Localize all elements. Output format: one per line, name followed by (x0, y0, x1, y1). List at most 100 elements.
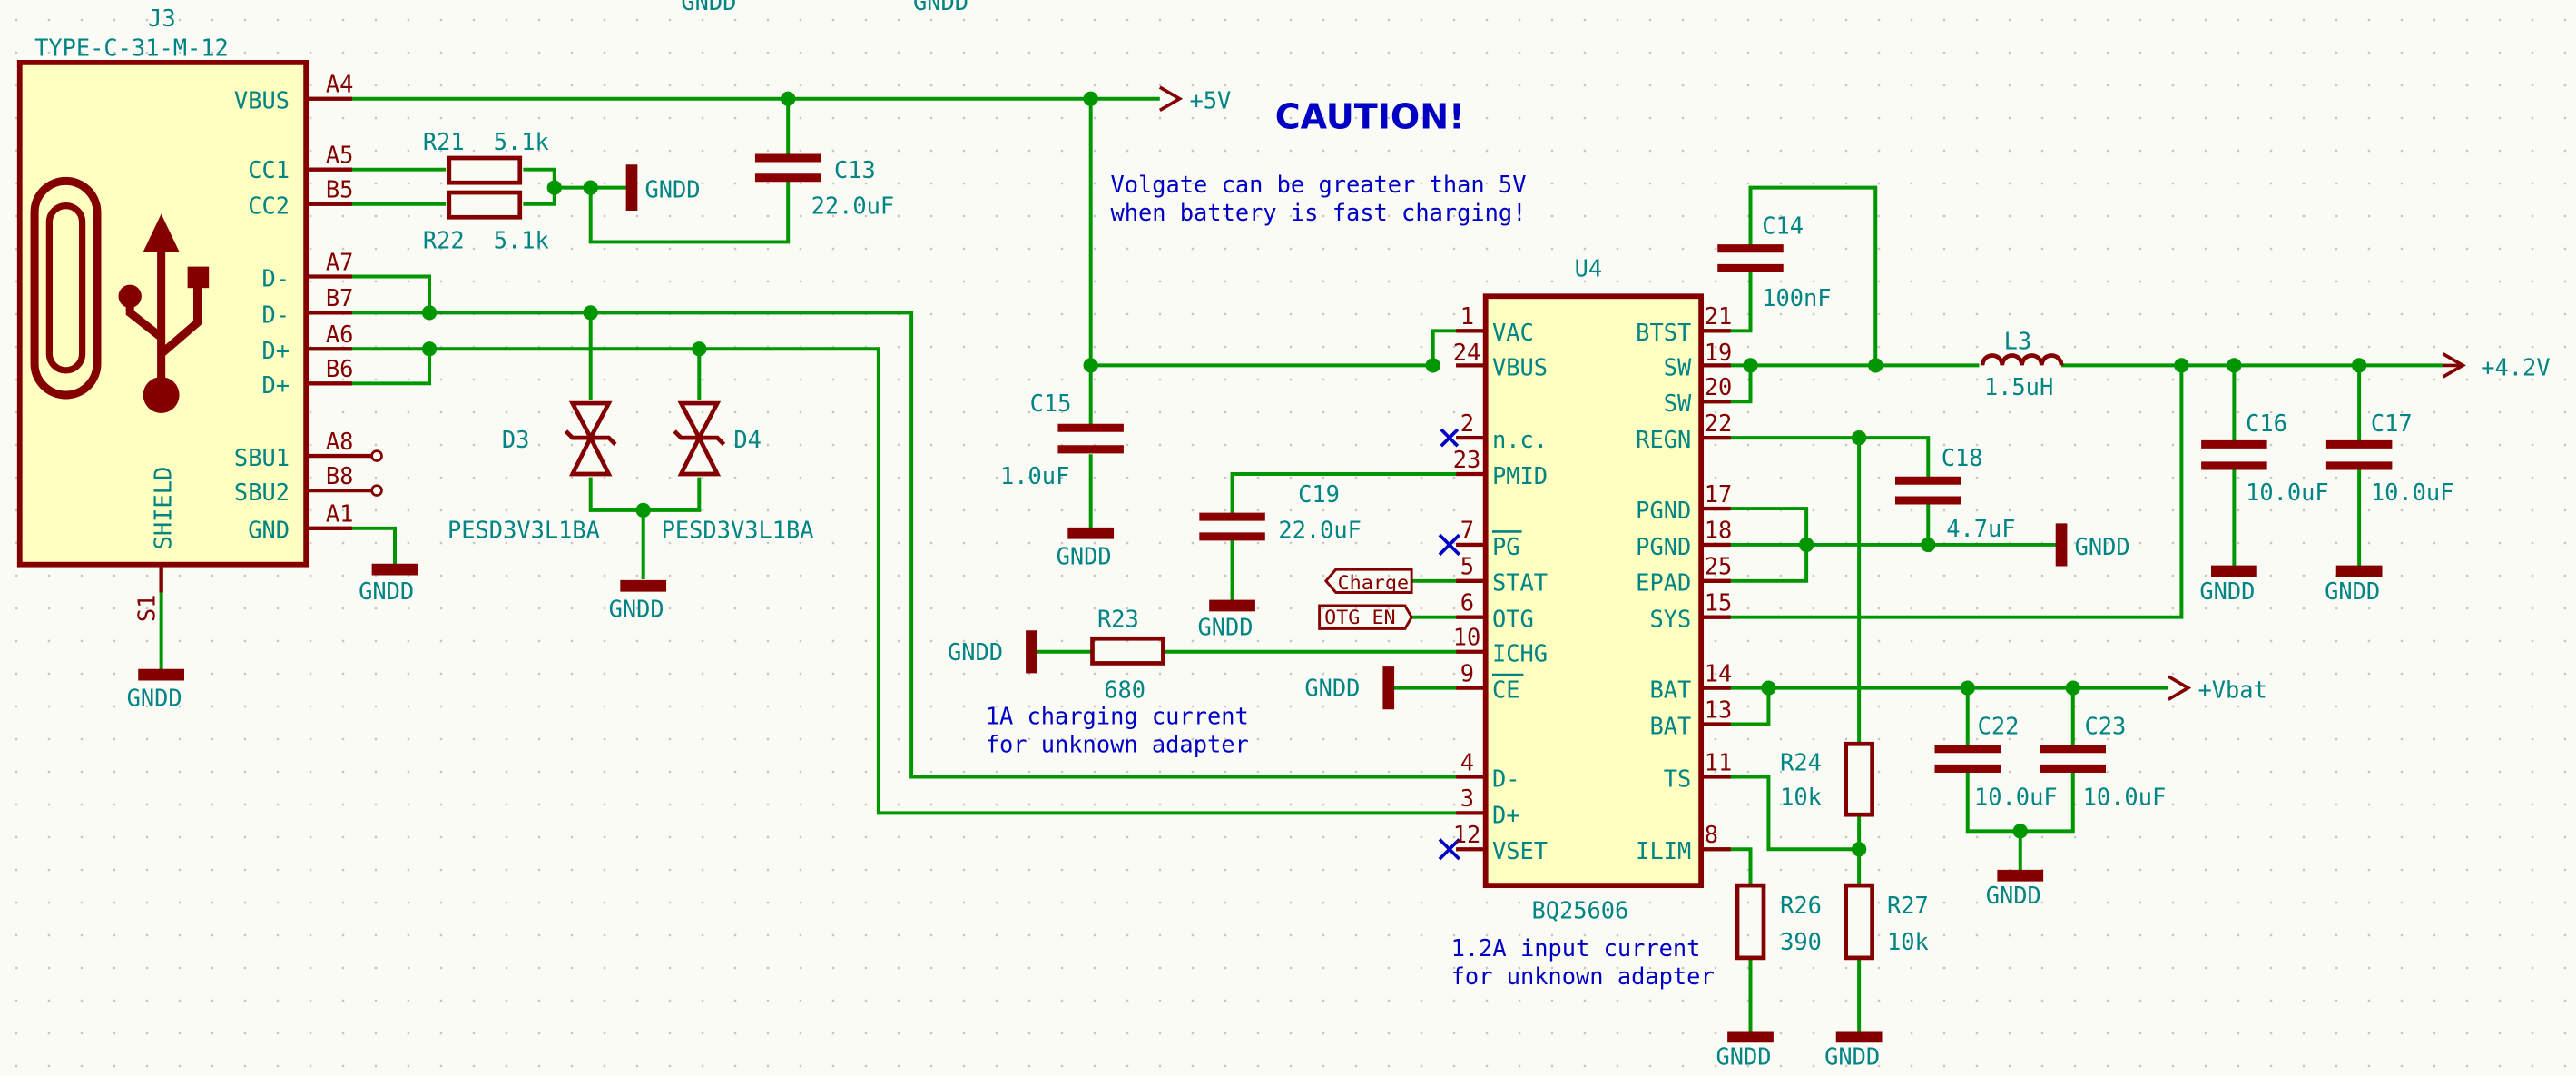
l3-ref: L3 (2004, 327, 2032, 354)
u4-pinnum-11: 11 (1705, 748, 1733, 775)
u4-pinnum-17: 17 (1705, 480, 1733, 508)
u4-pin-vset: VSET (1492, 837, 1548, 864)
gndd-ce: GNDD (1304, 675, 1360, 702)
u4-pin-btst: BTST (1636, 319, 1691, 346)
j3-pin-num-b6: B6 (326, 355, 354, 382)
c15-value: 1.0uF (1000, 462, 1069, 489)
j3-pin-name-sbu1: SBU1 (234, 444, 290, 471)
capacitor-c15: C15 1.0uF (1000, 390, 1124, 489)
u4-pin-ce: CE (1492, 676, 1520, 704)
ichg-note-line1: 1A charging current (986, 703, 1249, 730)
diode-d3: D3 PESD3V3L1BA (447, 400, 617, 544)
capacitor-c14: C14 100nF (1717, 212, 1832, 311)
j3-value: TYPE-C-31-M-12 (34, 35, 229, 62)
c18-value: 4.7uF (1946, 515, 2015, 542)
l3-value: 1.5uH (1984, 373, 2053, 400)
charge-label: Charge (1338, 572, 1410, 595)
u4-pinnum-13: 13 (1705, 696, 1733, 723)
r23-value: 680 (1104, 676, 1145, 704)
u4-pinnum-18: 18 (1705, 517, 1733, 544)
u4-pin-bat13: BAT (1649, 712, 1691, 739)
u4-pin-ts: TS (1664, 765, 1692, 792)
u4-pinnum-4: 4 (1460, 748, 1474, 775)
u4-pinnum-12: 12 (1453, 821, 1481, 848)
resistor-r23: R23 680 (1090, 606, 1165, 704)
c23-ref: C23 (2084, 712, 2126, 739)
u4-pin-vac: VAC (1492, 319, 1534, 346)
c19-ref: C19 (1298, 480, 1340, 508)
vbat-label: +Vbat (2198, 676, 2267, 704)
inductor-l3: L3 1.5uH (1980, 327, 2064, 400)
gndd-r27: GNDD (1824, 1043, 1880, 1071)
j3-pin-name-dplus-a: D+ (261, 337, 290, 364)
resistor-r21: R21 5.1k (423, 128, 549, 185)
diode-d4: D4 PESD3V3L1BA (662, 400, 814, 544)
c17-ref: C17 (2371, 410, 2413, 437)
ic-u4: U4 BQ25606 (1438, 255, 1733, 923)
gndd-shield: GNDD (127, 685, 182, 712)
u4-ref: U4 (1575, 255, 1603, 282)
c22-ref: C22 (1978, 712, 2020, 739)
c18-ref: C18 (1942, 444, 1983, 471)
annotations: CAUTION! Volgate can be greater than 5V … (986, 96, 1715, 989)
d3-ref: D3 (502, 426, 530, 453)
c15-ref: C15 (1030, 390, 1072, 417)
gndd-label-top-1: GNDD (681, 0, 736, 15)
s1-label: S1 (133, 595, 160, 623)
resistor-r26: R26 390 (1735, 883, 1822, 961)
j3-pin-num-a1: A1 (326, 500, 354, 528)
d4-ref: D4 (733, 426, 762, 453)
u4-pin-sw19: SW (1664, 353, 1692, 380)
d4-value: PESD3V3L1BA (662, 517, 814, 544)
j3-pin-name-cc2: CC2 (248, 192, 290, 220)
ilim-note-line1: 1.2A input current (1451, 934, 1701, 962)
u4-pinnum-7: 7 (1460, 517, 1474, 544)
c16-value: 10.0uF (2246, 479, 2329, 506)
u4-pinnum-10: 10 (1453, 624, 1481, 651)
plus4v2-label: +4.2V (2481, 353, 2550, 380)
gndd-c16: GNDD (2199, 577, 2255, 605)
u4-pinnum-21: 21 (1705, 302, 1733, 330)
u4-pin-epad: EPAD (1636, 569, 1691, 597)
gndd-c15: GNDD (1057, 543, 1112, 570)
capacitor-c13: C13 22.0uF (754, 153, 895, 220)
j3-pin-name-vbus: VBUS (234, 87, 290, 114)
u4-pin-ichg: ICHG (1492, 640, 1548, 667)
r21-value: 5.1k (494, 128, 549, 155)
r21-ref: R21 (423, 128, 465, 155)
u4-pinnum-1: 1 (1460, 302, 1474, 330)
power-labels: +5V +4.2V +Vbat Charge OTG_EN (1158, 85, 2551, 704)
u4-pin-vbus: VBUS (1492, 353, 1548, 380)
capacitor-c19: C19 22.0uF (1199, 480, 1362, 544)
u4-pin-pgnd18: PGND (1636, 533, 1691, 560)
j3-ref: J3 (148, 5, 176, 32)
r27-ref: R27 (1887, 892, 1929, 919)
j3-pin-num-b7: B7 (326, 284, 354, 311)
u4-pinnum-25: 25 (1705, 553, 1733, 580)
u4-pinnum-2: 2 (1460, 410, 1474, 437)
u4-pinnum-9: 9 (1460, 659, 1474, 686)
u4-pin-pgnd17: PGND (1636, 497, 1691, 524)
j3-pin-num-a7: A7 (326, 248, 354, 275)
c13-value: 22.0uF (811, 192, 895, 220)
j3-pin-name-shield: SHIELD (150, 467, 177, 550)
u4-pin-nc: n.c. (1492, 426, 1548, 453)
r24-value: 10k (1780, 783, 1822, 810)
ichg-note-line2: for unknown adapter (986, 730, 1249, 757)
gndd-tvs: GNDD (609, 596, 664, 623)
gndd-cc: GNDD (645, 176, 701, 203)
c19-value: 22.0uF (1278, 517, 1362, 544)
u4-pin-dminus: D- (1492, 765, 1520, 792)
plus5v-label: +5V (1189, 87, 1231, 114)
resistor-r27: R27 10k (1844, 883, 1929, 961)
u4-pin-sys: SYS (1649, 606, 1691, 633)
capacitor-c18: C18 4.7uF (1895, 444, 2016, 542)
r24-ref: R24 (1780, 748, 1822, 775)
capacitor-c17: C17 10.0uF (2325, 410, 2454, 506)
c14-value: 100nF (1762, 284, 1831, 311)
j3-pin-name-cc1: CC1 (248, 156, 290, 183)
c17-value: 10.0uF (2371, 479, 2454, 506)
caution-title: CAUTION! (1275, 96, 1465, 136)
